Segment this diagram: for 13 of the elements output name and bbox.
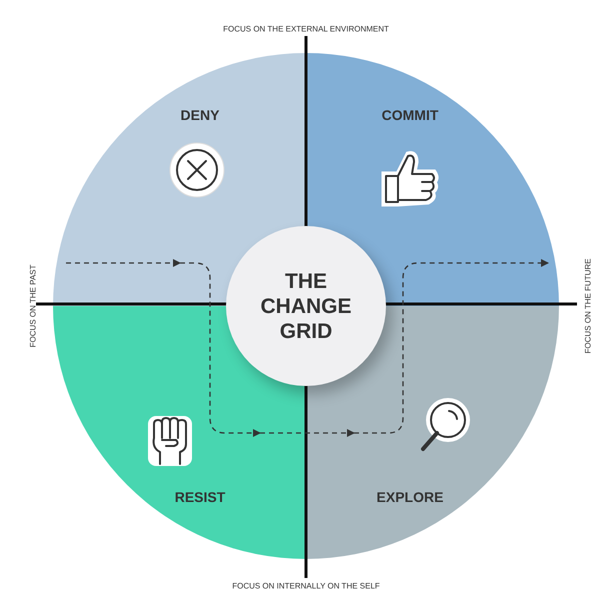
dashed-arrow xyxy=(66,259,181,267)
quadrant-title: DENY xyxy=(180,107,220,123)
dashed-arrow xyxy=(354,259,549,434)
quadrant-title: EXPLORE xyxy=(376,489,444,505)
center-title: THE CHANGE GRID xyxy=(259,268,352,344)
axis-label: FOCUS ON THE FUTURE xyxy=(584,258,592,354)
quadrant-title: COMMIT xyxy=(382,107,438,123)
dashed-arrow xyxy=(260,429,355,437)
axis-label: FOCUS ON INTERNALLY ON THE SELF xyxy=(232,582,380,590)
dashed-arrow xyxy=(180,262,261,437)
axis-label: FOCUS ON THE PAST xyxy=(28,264,38,348)
axis-label: FOCUS ON THE EXTERNAL ENVIRONMENT xyxy=(223,24,389,34)
quadrant-title: RESIST xyxy=(174,489,226,505)
